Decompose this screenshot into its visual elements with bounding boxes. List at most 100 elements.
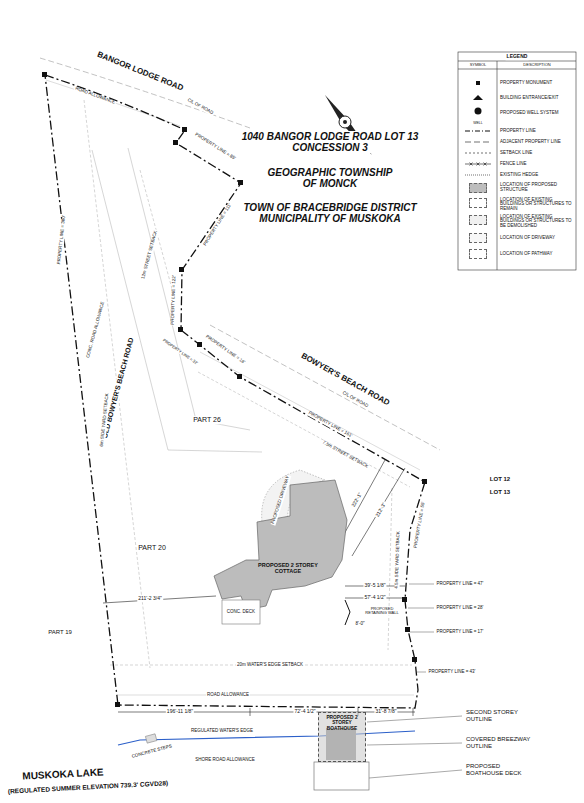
legend-swatch: [469, 183, 487, 193]
legend-text: LOCATION OF EXISTING BUILDINGS OR STRUCT…: [500, 214, 574, 229]
map-label: PROPERTY LINE = 32': [161, 338, 199, 367]
map-label: PART 26: [192, 416, 222, 424]
road-allowance: [128, 148, 250, 430]
map-label: PROPOSED BOATHOUSE DECK: [465, 763, 537, 776]
road-centreline-label: C/L OF ROAD: [185, 98, 214, 117]
deck-outline: [222, 600, 260, 624]
setback-line: [140, 170, 175, 300]
map-label: 212'-3": [374, 501, 388, 519]
property-monuments: [42, 72, 427, 707]
boathouse-deck: [314, 762, 369, 790]
legend-text: FENCE LINE: [500, 162, 574, 167]
road-edge: [200, 352, 420, 470]
map-label: COVERED BREEZWAY OUTLINE: [465, 736, 537, 749]
legend-row: ADJACENT PROPERTY LINE: [458, 136, 576, 148]
map-label: 72'-4 1/2": [293, 709, 316, 715]
map-label: LOT 13: [489, 489, 511, 496]
road-name: BANGOR LODGE ROAD: [95, 50, 185, 93]
map-label: LEGEND: [506, 54, 529, 60]
map-label: 20m WATER'S EDGE SETBACK: [236, 663, 304, 668]
legend-symbol: [459, 158, 497, 170]
setback-line: [84, 100, 150, 668]
legend-row: LOCATION OF PATHWAY: [458, 248, 576, 260]
legend-symbol: [459, 77, 497, 89]
map-label: SECOND STOREY OUTLINE: [465, 709, 537, 722]
legend-text: LOCATION OF DRIVEWAY: [500, 236, 574, 241]
legend-swatch: [469, 215, 487, 225]
legend-symbol: [459, 125, 497, 137]
legend-row: PROPERTY MONUMENT: [458, 77, 576, 89]
legend-row: LOCATION OF PROPOSED STRUCTURE: [458, 182, 576, 194]
property-line: [45, 75, 425, 708]
map-label: PROPERTY LINE = 111': [202, 202, 233, 248]
map-label: WELL: [472, 122, 484, 126]
road-centreline: [210, 325, 440, 450]
map-label: ROAD ALLOWANCE: [206, 693, 250, 698]
map-label: 4.5m SIDE YARD SETBACK: [394, 530, 401, 589]
map-label: PROPERTY LINE = 161': [306, 410, 353, 439]
legend-text: EXISTING HEDGE: [500, 173, 574, 178]
road-allowance: [92, 150, 262, 452]
map-label: BOWYER'S BEACH ROAD: [298, 352, 391, 409]
property-line-label: PROPERTY LINE = 85': [193, 132, 237, 162]
map-label: PROPERTY LINE = 122': [171, 274, 178, 325]
map-label: PROPERTY LINE = 55': [413, 501, 426, 550]
title-block: 1040 BANGOR LODGE ROAD LOT 13 CONCESSION…: [239, 131, 421, 153]
legend-row: LOCATION OF EXISTING BUILDINGS OR STRUCT…: [458, 214, 576, 229]
map-label: PROPERTY LINE = 18': [204, 334, 247, 366]
dimension-lines: [103, 460, 415, 716]
map-label: PART 19: [47, 629, 73, 636]
map-label: CONC. DECK: [226, 610, 256, 615]
retaining-wall: [345, 600, 350, 625]
map-label: 39'-5 1/8": [363, 583, 386, 589]
legend-symbol: [459, 136, 497, 148]
legend-frame: [458, 52, 576, 270]
concrete-steps: [145, 734, 156, 743]
legend-text: SETBACK LINE: [500, 151, 574, 156]
map-label: PROPERTY LINE = 47': [436, 582, 485, 587]
legend-row: PROPOSED WELL SYSTEM: [458, 107, 576, 119]
map-label: 8'-0": [355, 622, 366, 627]
map-label: SHORE ROAD ALLOWANCE: [194, 758, 255, 763]
map-label: PART 20: [137, 544, 167, 552]
legend-symbol: [459, 147, 497, 159]
legend-text: PROPOSED WELL SYSTEM: [500, 111, 574, 116]
map-label: DESCRIPTION: [522, 63, 551, 67]
map-label: 196'-11 1/8": [166, 709, 194, 715]
legend-swatch: [469, 249, 487, 259]
map-label: TOWN OF BRACEBRIDGE DISTRICT MUNICIPALIT…: [232, 202, 429, 224]
map-label: 12m STREET SETBACK: [141, 229, 159, 280]
legend-text: PROPERTY MONUMENT: [500, 81, 574, 86]
map-label: 57'-4 1/2": [363, 595, 386, 601]
legend-row: PROPERTY LINE: [458, 125, 576, 137]
map-label: PROPOSED DRIVEWAY: [271, 474, 292, 525]
legend-symbol: [459, 107, 497, 119]
map-label: CONCRETE STEPS: [130, 744, 173, 760]
legend-row: SETBACK LINE: [458, 147, 576, 159]
map-label: MUSKOKA LAKE: [21, 766, 105, 781]
legend-row: EXISTING HEDGE: [458, 169, 576, 181]
map-label: 222'-1": [350, 491, 364, 509]
road-allowance-label: ROAD ALLOWANCE: [73, 86, 116, 106]
legend-row: LOCATION OF EXISTING BUILDINGS OR STRUCT…: [458, 197, 576, 212]
map-label: REGULATED WATER'S EDGE: [190, 729, 254, 734]
map-label: PROPOSED RETAINING WALL: [360, 607, 404, 616]
setback-line: [198, 372, 410, 487]
legend-text: BUILDING ENTRANCE/EXIT: [500, 96, 574, 101]
cottage-label-box: PROPOSED 2 STOREY COTTAGE: [250, 560, 326, 579]
legend-row: BUILDING ENTRANCE/EXIT: [458, 92, 576, 104]
map-label: SYMBOL: [469, 63, 488, 67]
legend-swatch: [469, 233, 487, 243]
legend-symbol: [459, 92, 497, 104]
boathouse-box: PROPOSED 2 STOREY BOATHOUSE: [318, 712, 366, 762]
legend-row: FENCE LINE: [458, 158, 576, 170]
map-label: 211'-2 3/4": [137, 596, 163, 602]
map-label: PROPERTY LINE = 28': [436, 606, 485, 611]
map-label: GEOGRAPHIC TOWNSHIP OF MONCK: [259, 167, 401, 189]
legend-text: LOCATION OF PATHWAY: [500, 252, 574, 257]
map-label: CONC. ROAD ALLOWANCE: [86, 300, 106, 359]
map-label: PROPERTY LINE = 17': [436, 630, 485, 635]
map-label: 31'-8 7/8": [374, 709, 397, 715]
legend-text: LOCATION OF PROPOSED STRUCTURE: [500, 183, 574, 193]
